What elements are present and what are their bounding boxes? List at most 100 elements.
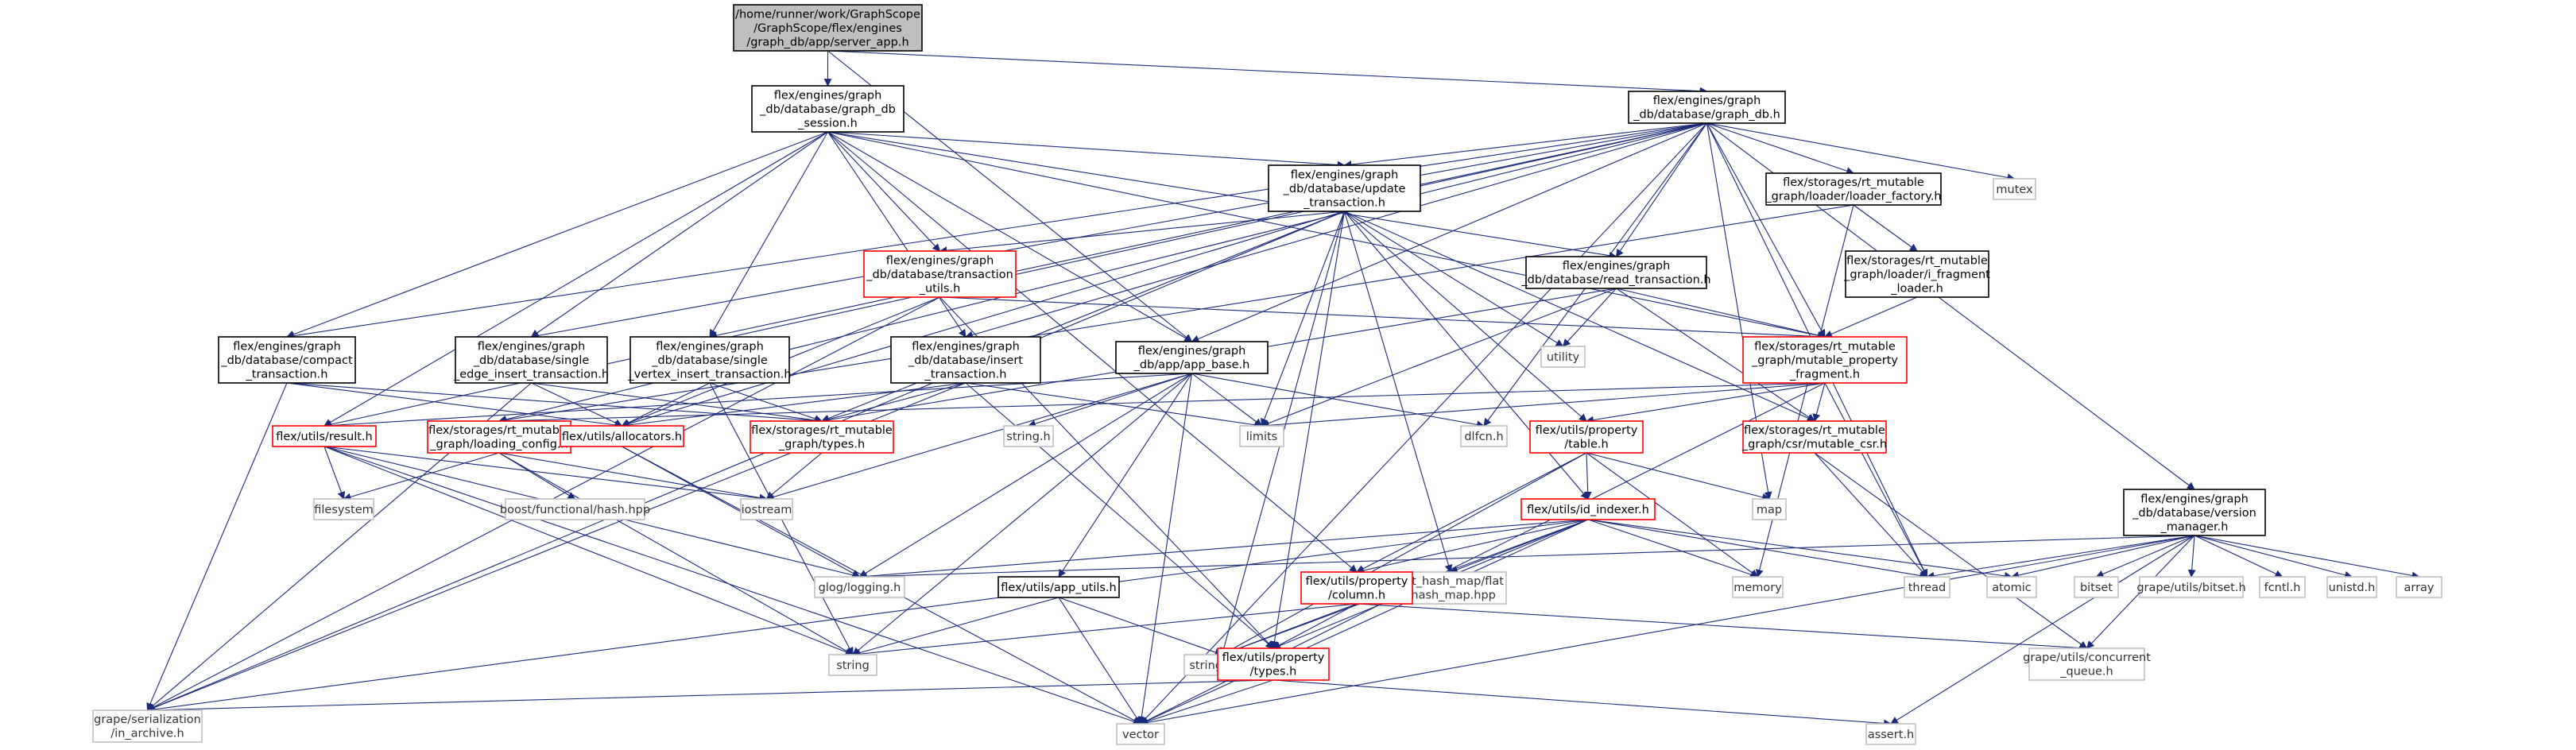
node-filesystem: filesystem [313, 498, 374, 520]
edge-mutable_property_fragment-to-limits [1261, 382, 1826, 430]
edge-compact_transaction-to-rt_types [286, 382, 823, 425]
node-insert-transaction[interactable]: flex/engines/graph_db/database/insert_tr… [890, 336, 1041, 384]
node-mutable-csr[interactable]: flex/storages/rt_mutable_graph/csr/mutab… [1741, 420, 1887, 454]
edge-app_utils-to-string [852, 597, 1059, 657]
node-property-types[interactable]: flex/utils/property/types.h [1217, 648, 1330, 681]
node-string-h: string.h [1003, 425, 1054, 447]
edge-property_table-to-property_column [1356, 452, 1587, 573]
node-label-line: dlfcn.h [1464, 431, 1503, 443]
node-allocators[interactable]: flex/utils/allocators.h [560, 425, 684, 447]
edge-property_column-to-string_view [1221, 603, 1358, 656]
node-read-transaction[interactable]: flex/engines/graph_db/database/read_tran… [1520, 256, 1711, 289]
node-loading-config[interactable]: flex/storages/rt_mutable_graph/loading_c… [427, 420, 571, 454]
edge-graph_db_session-to-mutable_property_fragment [827, 131, 1826, 340]
node-box [2326, 576, 2377, 598]
node-fragment-loader[interactable]: flex/storages/rt_mutable_graph/loader/i_… [1843, 250, 1990, 298]
node-box [814, 576, 905, 598]
node-box [1742, 336, 1908, 384]
node-vector: vector [1116, 723, 1165, 745]
node-label-line: grape/utils/concurrent [2023, 651, 2151, 664]
node-single-edge-insert[interactable]: flex/engines/graph_db/database/single_ed… [453, 336, 609, 384]
node-compact-transaction[interactable]: flex/engines/graph_db/database/compact_t… [218, 336, 356, 384]
node-mutable-property-fragment[interactable]: flex/storages/rt_mutable_graph/mutable_p… [1742, 336, 1908, 384]
node-label-line: iostream [742, 504, 792, 516]
edge-result-to-iostream [323, 446, 768, 502]
node-label-line: flex/engines/graph [1653, 95, 1761, 107]
node-label-line: _hash_map.hpp [1404, 590, 1496, 602]
node-label-line: flex/engines/graph [886, 254, 994, 267]
node-box [1986, 576, 2037, 598]
node-box [272, 425, 377, 447]
edge-single_edge_insert-to-rt_types [531, 382, 823, 424]
node-label-line: flex/engines/graph [1563, 260, 1671, 273]
node-label-line: _graph/types.h [778, 439, 865, 451]
node-thread: thread [1904, 576, 1950, 598]
node-app-utils[interactable]: flex/utils/app_utils.h [997, 576, 1120, 598]
edge-version_manager-to-fcntl [2194, 535, 2284, 578]
edge-property_types-to-vector [1140, 679, 1274, 725]
edge-update_transaction-to-in_archive [146, 211, 1345, 712]
node-loader-factory[interactable]: flex/storages/rt_mutable_graph/loader/lo… [1764, 172, 1942, 206]
node-label-line: _vertex_insert_transaction.h [627, 368, 791, 381]
node-result[interactable]: flex/utils/result.h [272, 425, 377, 447]
node-label-line: flex/utils/property [1222, 651, 1325, 664]
node-label-line: /in_archive.h [110, 728, 184, 740]
node-label-line: assert.h [1868, 729, 1914, 741]
node-grape-bitset: grape/utils/bitset.h [2136, 576, 2246, 598]
node-label-line: /GraphScope/flex/engines [753, 22, 902, 35]
node-box [1525, 256, 1707, 289]
node-label-line: mutex [1996, 184, 2033, 196]
edge-loader_factory-to-fragment_loader [1853, 204, 1918, 252]
edge-layer [146, 50, 2420, 728]
edge-update_transaction-to-mutable_csr [1344, 211, 1815, 422]
node-label-line: boost/functional/hash.hpp [500, 504, 650, 516]
node-box [1742, 420, 1887, 454]
node-single-vertex-insert[interactable]: flex/engines/graph_db/database/single_ve… [627, 336, 792, 384]
node-box [560, 425, 684, 447]
node-memory: memory [1732, 576, 1784, 598]
node-transaction-utils[interactable]: flex/engines/graph_db/database/transacti… [863, 250, 1017, 298]
node-label-line: filesystem [314, 504, 374, 516]
edge-update_transaction-to-property_table [1344, 211, 1587, 422]
node-label-line: glog/logging.h [819, 582, 901, 594]
node-box [1865, 723, 1916, 745]
node-app-base[interactable]: flex/engines/graph_db/app/app_base.h [1115, 341, 1269, 374]
node-box [1765, 172, 1942, 206]
edge-graph_db_session-to-read_transaction [827, 131, 1617, 260]
node-label-line: array [2404, 582, 2434, 594]
edge-loading_config-to-string [498, 452, 854, 655]
node-mutex: mutex [1993, 178, 2036, 200]
node-box [1520, 498, 1656, 520]
node-label-line: /table.h [1564, 439, 1608, 451]
node-label-line: flex/storages/rt_mutable [1744, 424, 1885, 437]
edge-update_transaction-to-property_types [1270, 211, 1346, 649]
node-box [751, 85, 905, 133]
edge-single_vertex_insert-to-allocators [621, 382, 711, 427]
node-rt-types[interactable]: flex/storages/rt_mutable_graph/types.h [750, 420, 894, 454]
edge-graph_db-to-vector [1140, 122, 1707, 725]
edge-graph_db-to-insert_transaction [965, 122, 1707, 339]
node-label-line: _edge_insert_transaction.h [453, 368, 609, 381]
node-graph-db[interactable]: flex/engines/graph_db/database/graph_db.… [1628, 91, 1786, 124]
node-property-column[interactable]: flex/utils/property/column.h [1300, 571, 1413, 605]
edge-id_indexer-to-glog [858, 519, 1589, 581]
edge-id_indexer-to-atomic [1587, 519, 2012, 580]
node-id-indexer[interactable]: flex/utils/id_indexer.h [1520, 498, 1656, 520]
node-box [740, 498, 793, 520]
node-server-app[interactable]: /home/runner/work/GraphScope/GraphScope/… [733, 4, 923, 52]
node-update-transaction[interactable]: flex/engines/graph_db/database/update_tr… [1268, 164, 1421, 212]
node-version-manager[interactable]: flex/engines/graph_db/database/version_m… [2123, 489, 2266, 536]
node-label-line: _transaction.h [1303, 196, 1385, 209]
node-box [1300, 571, 1413, 605]
node-box [2396, 576, 2442, 598]
node-string: string [828, 654, 877, 676]
node-label-line: _session.h [797, 117, 858, 130]
edge-graph_db_session-to-app_base [827, 131, 1193, 342]
node-concurrent-queue: grape/utils/concurrent_queue.h [2023, 648, 2151, 681]
node-property-table[interactable]: flex/utils/property/table.h [1529, 420, 1644, 454]
node-label-line: flex/storages/rt_mutable [1783, 176, 1924, 189]
node-graph-db-session[interactable]: flex/engines/graph_db/database/graph_db_… [751, 85, 905, 133]
node-box [733, 4, 923, 52]
edge-app_utils-to-vector [1058, 597, 1141, 725]
